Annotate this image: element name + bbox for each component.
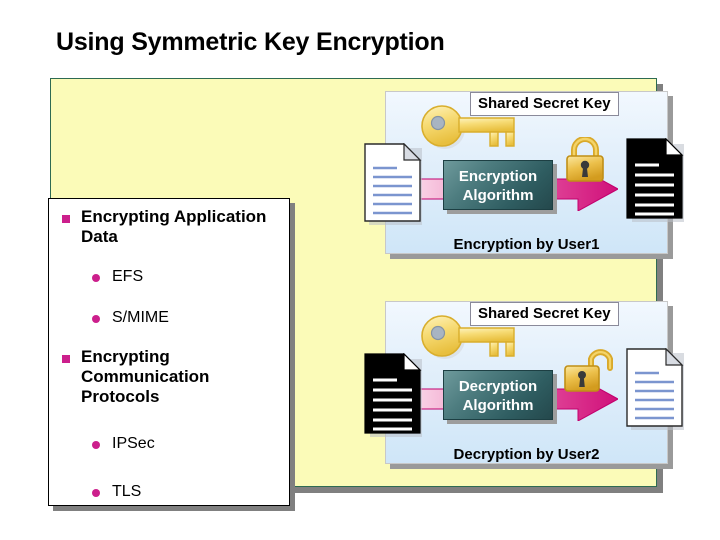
encryption-panel-caption: Encryption by User1 xyxy=(453,236,600,253)
decryption-panel-caption: Decryption by User2 xyxy=(453,446,600,463)
decryption-algorithm-line1: Decryption xyxy=(458,378,538,395)
bullet-square-icon xyxy=(62,355,70,363)
shared-secret-key-label-encryption: Shared Secret Key xyxy=(470,92,619,116)
bullet-item-efs: EFS xyxy=(92,267,143,286)
bullet-item-smime: S/MIME xyxy=(92,308,169,327)
bullet-item-tls: TLS xyxy=(92,482,141,501)
plaintext-document-icon xyxy=(626,348,684,430)
shared-secret-key-icon xyxy=(421,315,515,359)
ciphertext-document-icon xyxy=(364,353,422,437)
bullet-item-ipsec: IPSec xyxy=(92,434,155,453)
encryption-algorithm-box: Encryption Algorithm xyxy=(443,160,553,210)
bullet-item-encrypting-application-data: Encrypting Application Data xyxy=(62,207,290,247)
bullet-label: EFS xyxy=(112,268,144,285)
shared-secret-key-icon xyxy=(421,105,515,149)
bullet-label: Encrypting Communication Protocols xyxy=(81,347,210,406)
bullet-dot-icon xyxy=(92,315,100,323)
bullet-label: Encrypting Application Data xyxy=(81,207,267,246)
content-box xyxy=(48,198,290,506)
page-title: Using Symmetric Key Encryption xyxy=(56,28,445,56)
bullet-label: IPSec xyxy=(112,435,155,452)
bullet-square-icon xyxy=(62,215,70,223)
decryption-algorithm-line2: Algorithm xyxy=(462,397,534,414)
bullet-dot-icon xyxy=(92,489,100,497)
bullet-dot-icon xyxy=(92,274,100,282)
ciphertext-document-icon xyxy=(626,138,684,222)
encryption-algorithm-line2: Algorithm xyxy=(462,187,534,204)
padlock-locked-icon xyxy=(566,137,604,182)
bullet-label: TLS xyxy=(112,483,142,500)
plaintext-document-icon xyxy=(364,143,422,225)
padlock-unlocked-icon xyxy=(564,349,613,392)
bullet-dot-icon xyxy=(92,441,100,449)
shared-secret-key-label-decryption: Shared Secret Key xyxy=(470,302,619,326)
bullet-label: S/MIME xyxy=(112,309,169,326)
decryption-algorithm-box: Decryption Algorithm xyxy=(443,370,553,420)
encryption-algorithm-line1: Encryption xyxy=(458,168,538,185)
bullet-item-encrypting-communication-protocols: Encrypting Communication Protocols xyxy=(62,347,282,407)
